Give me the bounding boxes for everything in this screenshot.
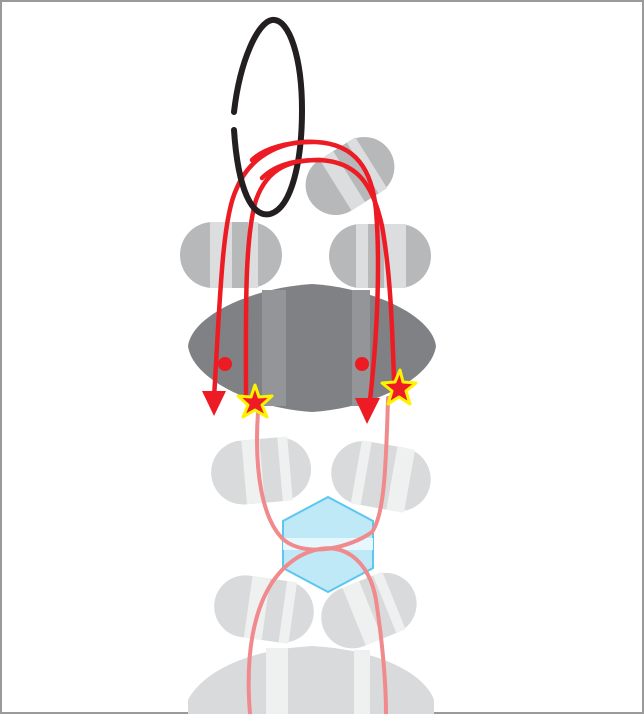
dot-marker-icon: [355, 357, 369, 371]
dot-marker-icon: [218, 357, 232, 371]
bead-large-bottom-band: [354, 650, 370, 714]
bead-large-bottom-band: [266, 648, 288, 714]
bead-upper-left: [180, 222, 282, 288]
